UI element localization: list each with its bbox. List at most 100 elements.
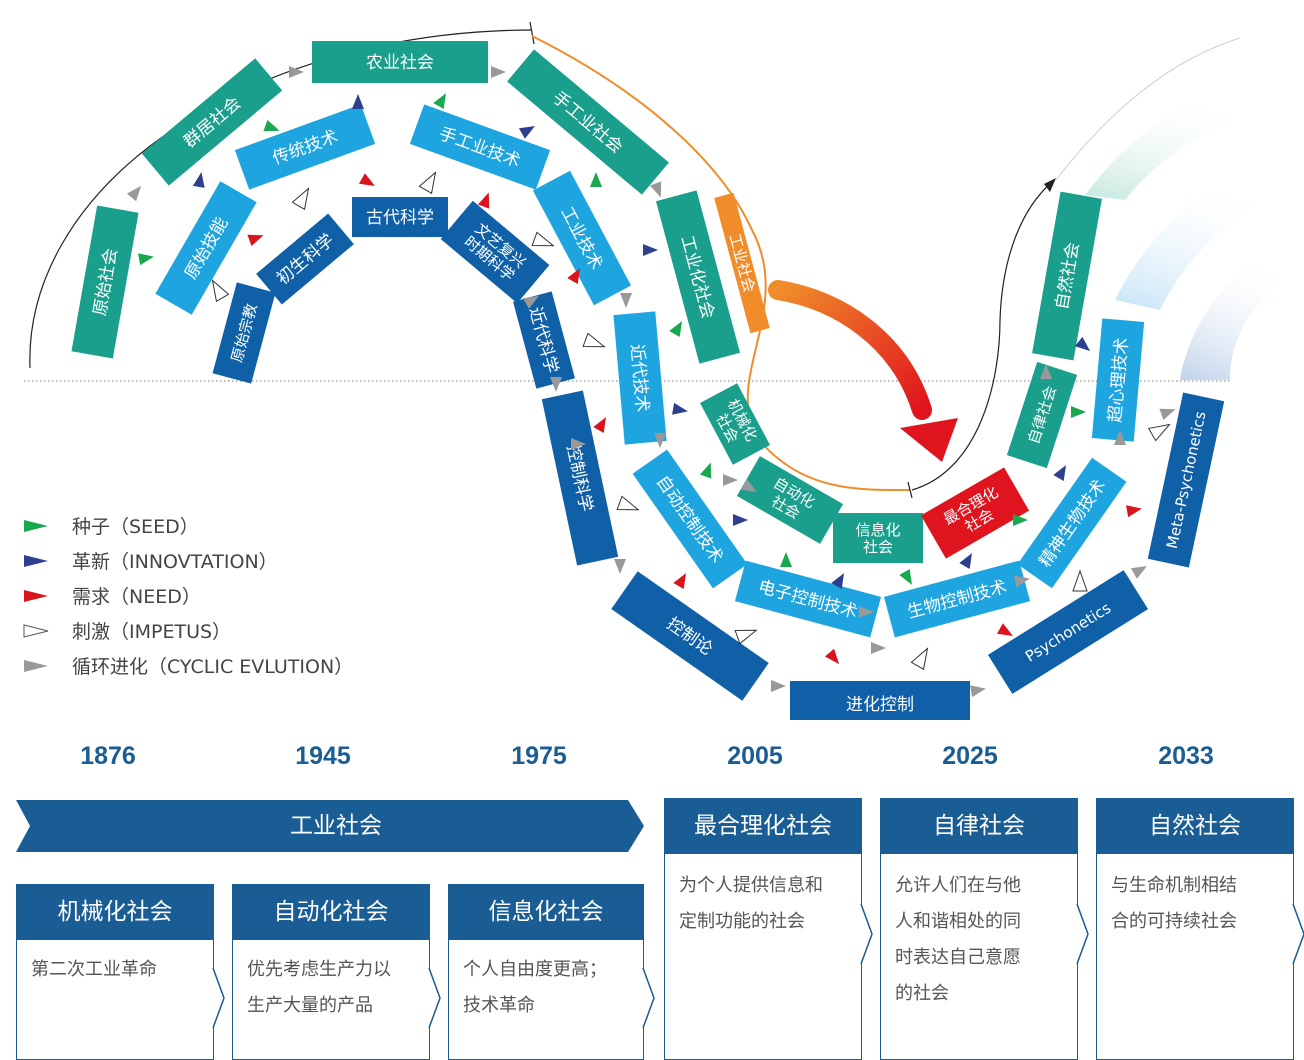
card-body-line: 第二次工业革命 — [31, 959, 157, 980]
card-body-line: 优先考虑生产力以 — [247, 959, 391, 980]
legend-item: 种子（SEED） — [22, 508, 353, 543]
impetus-triangle — [531, 231, 555, 247]
impetus-triangle — [734, 629, 758, 645]
segment-r1-5: 机械化社会 — [700, 383, 770, 465]
flow-triangle — [571, 438, 586, 450]
card-body: 与生命机制相结合的可持续社会 — [1096, 854, 1294, 1060]
segment-box — [1032, 191, 1102, 361]
segment-label: 进化控制 — [846, 695, 914, 715]
card-body-line: 技术革命 — [463, 995, 535, 1016]
year-label: 1945 — [295, 742, 351, 770]
segment-box — [1017, 457, 1127, 589]
segment-r2-5: 自动控制技术 — [632, 449, 748, 589]
segment-box — [312, 41, 488, 83]
flow-triangle — [620, 293, 632, 308]
segment-box — [352, 197, 448, 237]
future-band-1 — [1085, 80, 1260, 200]
segment-box — [611, 571, 769, 701]
flow-triangle — [192, 172, 205, 188]
flow-triangle — [669, 321, 682, 338]
flow-triangle — [871, 642, 886, 654]
impetus-triangle — [582, 332, 606, 348]
segment-box — [883, 560, 1031, 638]
card-body: 优先考虑生产力以生产大量的产品 — [232, 940, 430, 1060]
segment-box — [920, 467, 1030, 559]
segment-r2-4: 近代技术 — [613, 311, 667, 445]
flow-triangle — [263, 119, 280, 132]
card-title: 自律社会 — [880, 798, 1078, 854]
flow-triangle — [1014, 575, 1030, 588]
flow-triangle — [740, 479, 757, 492]
flow-triangle — [672, 402, 688, 415]
segment-r3-5: 控制科学 — [541, 390, 619, 566]
segment-r3-0: 原始宗教 — [212, 282, 276, 384]
segment-box — [532, 170, 632, 306]
year-label: 2005 — [727, 742, 783, 770]
card-title: 最合理化社会 — [664, 798, 862, 854]
year-label: 2025 — [942, 742, 998, 770]
future-band-2 — [1115, 160, 1280, 310]
card-body-line: 人和谐相处的同 — [895, 911, 1021, 932]
chevron-right-icon — [212, 968, 225, 1028]
card-title: 信息化社会 — [448, 884, 644, 940]
chevron-right-icon — [860, 904, 873, 964]
legend-item: 刺激（IMPETUS） — [22, 613, 353, 648]
segment-r1-7: 信息化社会 — [833, 513, 923, 563]
legend-label: 刺激（IMPETUS） — [72, 621, 232, 643]
flow-triangle — [780, 552, 792, 567]
legend-label: 革新（INNOVTATION） — [72, 551, 278, 573]
transition-arrow — [768, 280, 932, 420]
impetus-triangle — [291, 187, 310, 211]
chevron-right-icon — [642, 968, 655, 1028]
segment-box — [1006, 361, 1078, 469]
segment-label: 古代科学 — [366, 208, 434, 228]
flow-triangle — [491, 66, 506, 78]
segment-box — [212, 282, 276, 384]
flow-triangle — [477, 192, 490, 209]
segment-box — [409, 104, 551, 190]
flow-triangle — [1126, 505, 1142, 518]
card-body: 第二次工业革命 — [16, 940, 214, 1060]
segment-box — [155, 181, 257, 315]
segment-r1-6: 自动化社会 — [736, 456, 844, 544]
card-body-line: 生产大量的产品 — [247, 995, 373, 1016]
banner-label: 工业社会 — [290, 813, 382, 839]
segment-r2-2: 手工业技术 — [409, 104, 551, 190]
legend-label: 循环进化（CYCLIC EVLUTION） — [72, 656, 354, 678]
flow-triangle — [831, 573, 844, 590]
segment-box — [987, 570, 1149, 694]
flow-triangle — [614, 559, 626, 574]
impetus-triangle — [418, 171, 437, 195]
card-body-line: 的社会 — [895, 983, 949, 1004]
flow-triangle — [1114, 430, 1126, 445]
segment-r3-4: 近代科学 — [513, 291, 575, 389]
segment-box — [256, 213, 354, 305]
segment-box — [71, 205, 139, 359]
segment-r2-1: 传统技术 — [234, 104, 376, 190]
flow-triangle — [723, 474, 738, 486]
flow-triangle — [824, 648, 840, 665]
industrial-banner: 工业社会 — [16, 800, 644, 852]
flow-triangle — [996, 623, 1013, 636]
flow-triangle — [590, 172, 602, 187]
card-body-line: 合的可持续社会 — [1111, 911, 1237, 932]
flow-triangle — [1053, 465, 1066, 482]
flow-triangle — [433, 93, 446, 110]
flow-triangle — [550, 377, 562, 392]
card-title: 机械化社会 — [16, 884, 214, 940]
flow-triangle — [1074, 336, 1091, 352]
flow-triangle — [567, 268, 580, 285]
legend-triangle-icon — [24, 554, 48, 567]
flow-triangle — [654, 433, 666, 448]
segment-box — [541, 390, 619, 566]
segment-r3-2: 古代科学 — [352, 197, 448, 237]
flow-triangle — [522, 296, 539, 309]
impetus-triangle — [1072, 569, 1088, 592]
impetus-triangle — [1147, 423, 1171, 442]
flow-triangle — [593, 417, 606, 434]
legend-triangle-icon — [23, 623, 49, 638]
flow-triangle — [1071, 406, 1086, 418]
card-body: 允许人们在与他人和谐相处的同时表达自己意愿的社会 — [880, 854, 1078, 1060]
chevron-right-icon — [1076, 904, 1089, 964]
segment-box — [234, 104, 376, 190]
